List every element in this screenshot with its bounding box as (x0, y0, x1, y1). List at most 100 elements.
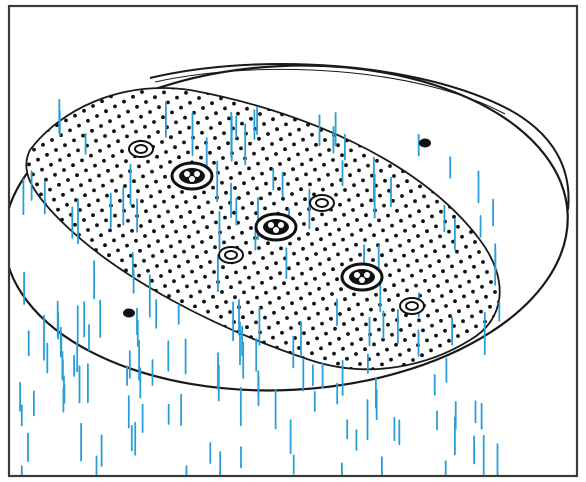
nozzle-dot (156, 130, 160, 134)
nozzle-dot (141, 65, 145, 69)
nozzle-dot (437, 368, 441, 370)
nozzle-dot (46, 19, 50, 23)
nozzle-dot (168, 160, 172, 164)
nozzle-dot (546, 395, 550, 399)
nozzle-dot (95, 114, 99, 118)
nozzle-dot (168, 51, 172, 55)
nozzle-dot (23, 43, 27, 47)
nozzle-dot (558, 425, 562, 429)
nozzle-dot (418, 184, 422, 189)
nozzle-dot (463, 269, 467, 274)
nozzle-dot (313, 59, 317, 63)
nozzle-dot (334, 192, 338, 197)
nozzle-dot (176, 289, 180, 294)
nozzle-dot (491, 339, 495, 344)
nozzle-dot (471, 289, 475, 294)
nozzle-dot (545, 311, 549, 315)
nozzle-dot (304, 281, 308, 286)
nozzle-dot (177, 155, 181, 160)
nozzle-dot (454, 274, 458, 279)
nozzle-dot (288, 132, 292, 137)
nozzle-dot (440, 403, 444, 407)
nozzle-dot (445, 61, 449, 65)
nozzle-dot (531, 331, 535, 335)
nozzle-dot (297, 346, 301, 350)
nozzle-dot (117, 223, 121, 228)
nozzle-dot (51, 113, 55, 118)
nozzle-dot (565, 361, 569, 365)
nozzle-dot (452, 324, 456, 328)
nozzle-dot (27, 162, 31, 167)
nozzle-dot (410, 55, 414, 59)
nozzle-dot (162, 90, 166, 95)
nozzle-dot (78, 208, 82, 212)
nozzle-dot (114, 188, 118, 193)
nozzle-dot (550, 405, 554, 409)
small-jet-icon (309, 194, 335, 212)
nozzle-dot (391, 198, 395, 203)
nozzle-dot (296, 261, 300, 266)
nozzle-dot (115, 164, 119, 168)
nozzle-dot (479, 309, 483, 314)
nozzle-dot (126, 218, 130, 223)
nozzle-dot (26, 78, 30, 82)
nozzle-dot (294, 202, 298, 206)
nozzle-dot (266, 132, 270, 136)
nozzle-dot (155, 154, 159, 159)
nozzle-dot (336, 143, 340, 148)
nozzle-dot (523, 420, 527, 424)
nozzle-dot (353, 158, 357, 163)
nozzle-dot (202, 299, 206, 304)
nozzle-dot (156, 21, 160, 25)
nozzle-dot (458, 394, 462, 398)
nozzle-dot (448, 423, 452, 427)
nozzle-dot (350, 342, 354, 346)
nozzle-dot (90, 20, 94, 24)
nozzle-dot (174, 11, 178, 15)
nozzle-dot (130, 119, 134, 124)
nozzle-dot (429, 348, 433, 353)
screw-icon (123, 308, 135, 318)
nozzle-dot (420, 244, 424, 248)
nozzle-dot (13, 182, 17, 186)
nozzle-dot (183, 224, 187, 229)
nozzle-dot (42, 9, 46, 13)
nozzle-dot (155, 264, 159, 268)
nozzle-dot (195, 37, 199, 41)
nozzle-dot (149, 194, 153, 199)
nozzle-dot (113, 104, 117, 109)
nozzle-dot (210, 210, 214, 215)
nozzle-dot (220, 180, 224, 185)
nozzle-dot (222, 22, 226, 26)
nozzle-dot (148, 110, 152, 114)
nozzle-dot (26, 152, 27, 157)
nozzle-dot (138, 248, 142, 253)
nozzle-dot (0, 93, 3, 97)
nozzle-dot (397, 378, 401, 382)
nozzle-dot (165, 16, 169, 20)
nozzle-dot (466, 304, 470, 309)
nozzle-dot (18, 58, 22, 62)
large-jet-icon (170, 161, 214, 191)
nozzle-dot (231, 17, 235, 21)
nozzle-dot (96, 198, 100, 203)
nozzle-dot (52, 88, 56, 93)
nozzle-dot (319, 19, 323, 23)
nozzle-dot (278, 53, 282, 57)
nozzle-dot (187, 17, 191, 21)
nozzle-dot (84, 59, 88, 63)
nozzle-dot (248, 33, 252, 37)
nozzle-dot (223, 215, 227, 220)
nozzle-dot (178, 130, 182, 135)
nozzle-dot (229, 285, 233, 290)
nozzle-dot (536, 425, 540, 429)
nozzle-dot (416, 234, 420, 238)
nozzle-dot (29, 112, 33, 117)
small-jet-icon (218, 246, 244, 264)
nozzle-dot (535, 450, 539, 454)
nozzle-dot (219, 205, 223, 210)
nozzle-dot (537, 400, 541, 404)
nozzle-dot (464, 354, 468, 358)
nozzle-dot (268, 300, 272, 305)
